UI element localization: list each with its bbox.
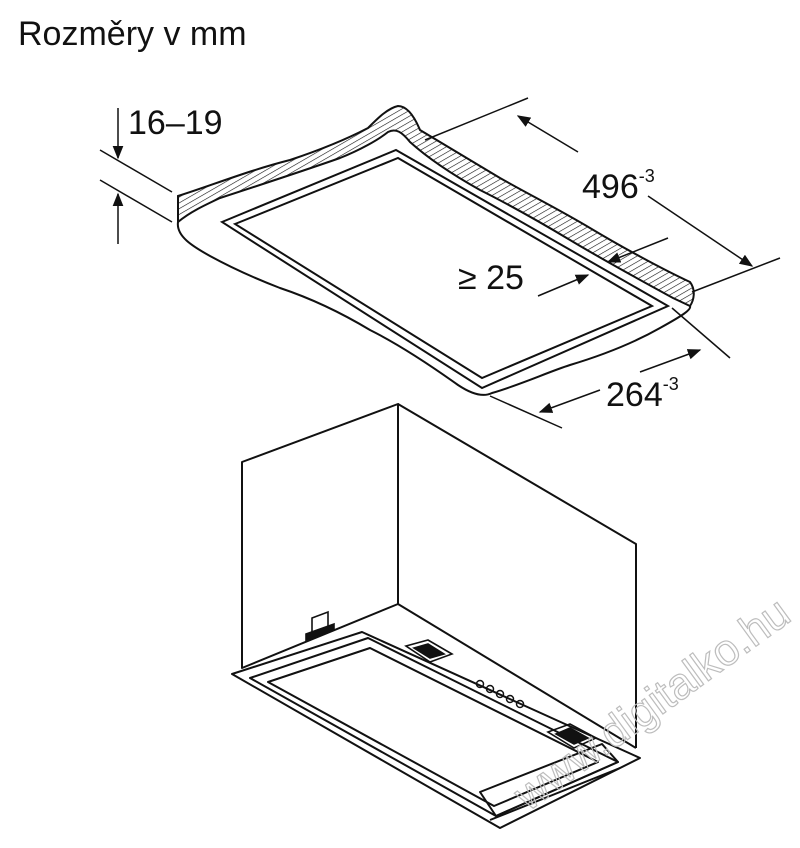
hood-unit (231, 403, 641, 829)
page-title: Rozměry v mm (18, 15, 247, 53)
width-label: 264-3 (606, 374, 679, 414)
cutout-hatched-edge (177, 104, 695, 308)
control-button-1 (475, 679, 485, 689)
hood-filter-inner (267, 647, 599, 807)
dimension-clearance (537, 237, 669, 297)
mounting-bracket-left (305, 610, 335, 642)
cutout-recess-inner (232, 156, 655, 380)
cutout-recess-outer (219, 148, 671, 390)
filter-handle-front (546, 723, 598, 749)
control-button-2 (485, 684, 495, 694)
hood-right-panel (397, 403, 637, 748)
control-button-5 (515, 699, 525, 709)
thickness-label: 16–19 (128, 104, 223, 142)
watermark: www.digitalko.hu (504, 588, 799, 821)
length-label: 496-3 (582, 166, 655, 206)
control-buttons (475, 679, 525, 709)
hood-bottom-frame (231, 631, 641, 829)
control-button-3 (495, 689, 505, 699)
cutout-outer-edge (176, 221, 692, 396)
filter-handle-rear (404, 639, 454, 663)
control-button-4 (505, 694, 515, 704)
ceiling-cutout (176, 104, 695, 396)
dimension-thickness (99, 108, 173, 244)
dimension-width (489, 307, 731, 429)
clearance-label: ≥ 25 (458, 259, 524, 297)
hood-front-strip (479, 743, 619, 817)
dimension-length (424, 97, 781, 293)
